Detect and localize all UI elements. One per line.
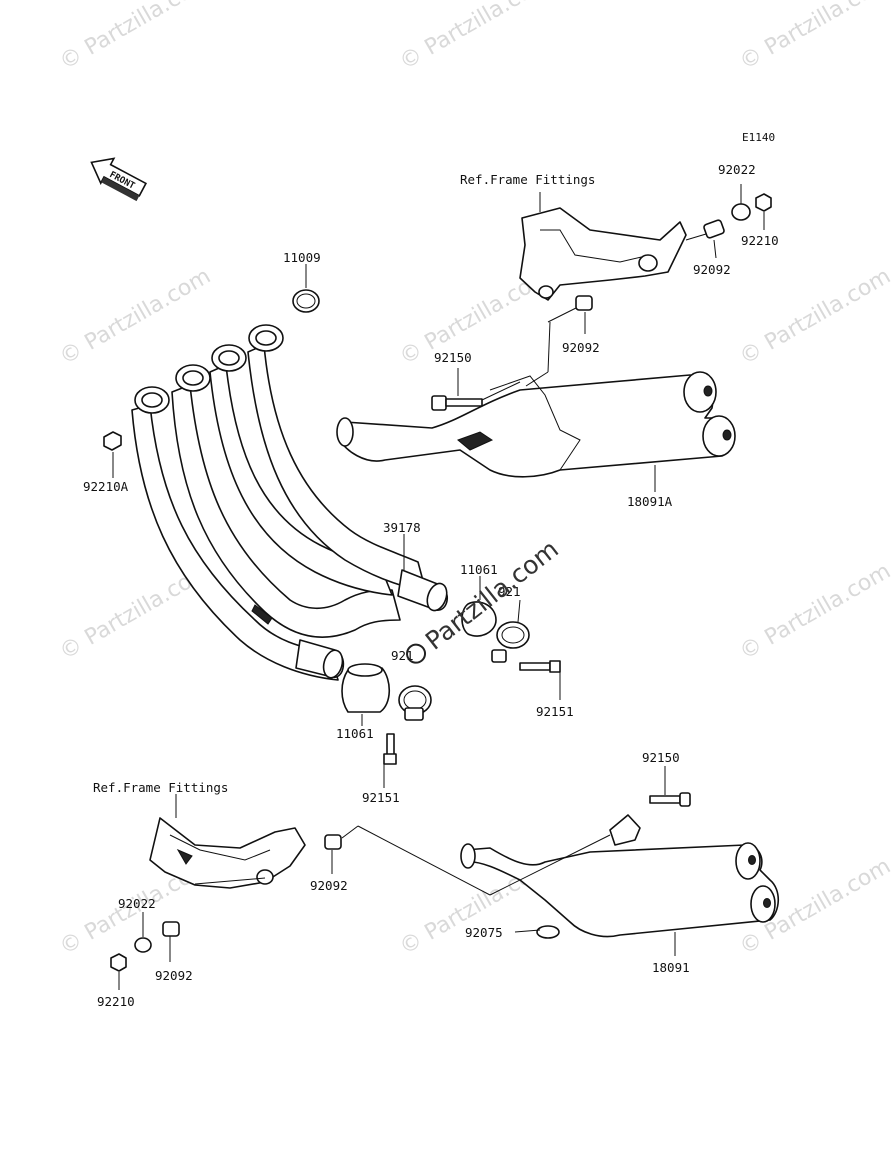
label-92150-lower: 92150	[642, 750, 680, 765]
label-92092-lower-right: 92092	[310, 878, 348, 893]
nut-92210-upper	[755, 193, 772, 212]
gasket-11061-lower	[341, 667, 391, 713]
label-92151-left: 92151	[362, 790, 400, 805]
watermark-text: © Partzilla.com	[736, 559, 894, 666]
front-arrow-icon: FRONT	[90, 157, 148, 202]
label-92210-lower: 92210	[97, 994, 135, 1009]
damper-92092-upper-right	[703, 219, 725, 239]
frame-bracket-upper	[519, 207, 687, 301]
label-92022-upper: 92022	[718, 162, 756, 177]
watermark-text: © Partzilla.com	[56, 264, 216, 371]
damper-92092-lower-left	[162, 921, 180, 937]
bolt-92151-right	[519, 660, 561, 673]
muffler-18091A	[336, 371, 736, 478]
label-11061-lower: 11061	[336, 726, 374, 741]
bolt-92151-left	[383, 733, 397, 765]
frame-bracket-lower	[149, 817, 306, 889]
header-pipes-39178	[131, 324, 448, 681]
label-18091: 18091	[652, 960, 690, 975]
washer-92022-lower	[134, 937, 152, 953]
ref-frame-fittings-upper: Ref.Frame Fittings	[460, 172, 595, 187]
part-labels: 11009 92210A 39178 11061 921 92151 921 1…	[83, 162, 779, 1009]
washer-92022-upper	[731, 203, 751, 221]
label-92022-lower: 92022	[118, 896, 156, 911]
label-11009: 11009	[283, 250, 321, 265]
label-18091A: 18091A	[627, 494, 673, 509]
leader-lines	[112, 184, 765, 990]
diagram-code: E1140	[742, 131, 775, 144]
label-92151-right: 92151	[536, 704, 574, 719]
watermark-text: © Partzilla.com	[736, 264, 894, 371]
clamp-92171-lower	[398, 685, 432, 721]
bolt-92150-upper	[431, 395, 483, 411]
label-92210-upper: 92210	[741, 233, 779, 248]
bolt-92150-lower	[649, 792, 691, 807]
label-39178: 39178	[383, 520, 421, 535]
watermark-text: © Partzilla.com	[56, 0, 216, 75]
label-92075: 92075	[465, 925, 503, 940]
label-92092-lower-left: 92092	[155, 968, 193, 983]
watermark-layer: © Partzilla.com © Partzilla.com © Partzi…	[56, 0, 894, 960]
label-92210A: 92210A	[83, 479, 129, 494]
label-92092-upper-right: 92092	[693, 262, 731, 277]
gasket-11061-upper	[461, 601, 497, 637]
label-92150-upper: 92150	[434, 350, 472, 365]
ref-frame-fittings-lower: Ref.Frame Fittings	[93, 780, 228, 795]
label-92092-upper-mid: 92092	[562, 340, 600, 355]
label-11061-upper: 11061	[460, 562, 498, 577]
nut-92210-lower	[110, 953, 127, 972]
clamp-92171-upper	[491, 621, 530, 663]
watermark-text: © Partzilla.com	[736, 0, 894, 75]
damper-92092-upper-mid	[575, 295, 593, 311]
label-92171-upper: 921	[498, 584, 521, 599]
damper-92092-lower-right	[324, 834, 342, 850]
nut-92210A	[103, 431, 122, 451]
gasket-11009	[292, 289, 320, 313]
watermark-text: © Partzilla.com	[396, 0, 556, 75]
